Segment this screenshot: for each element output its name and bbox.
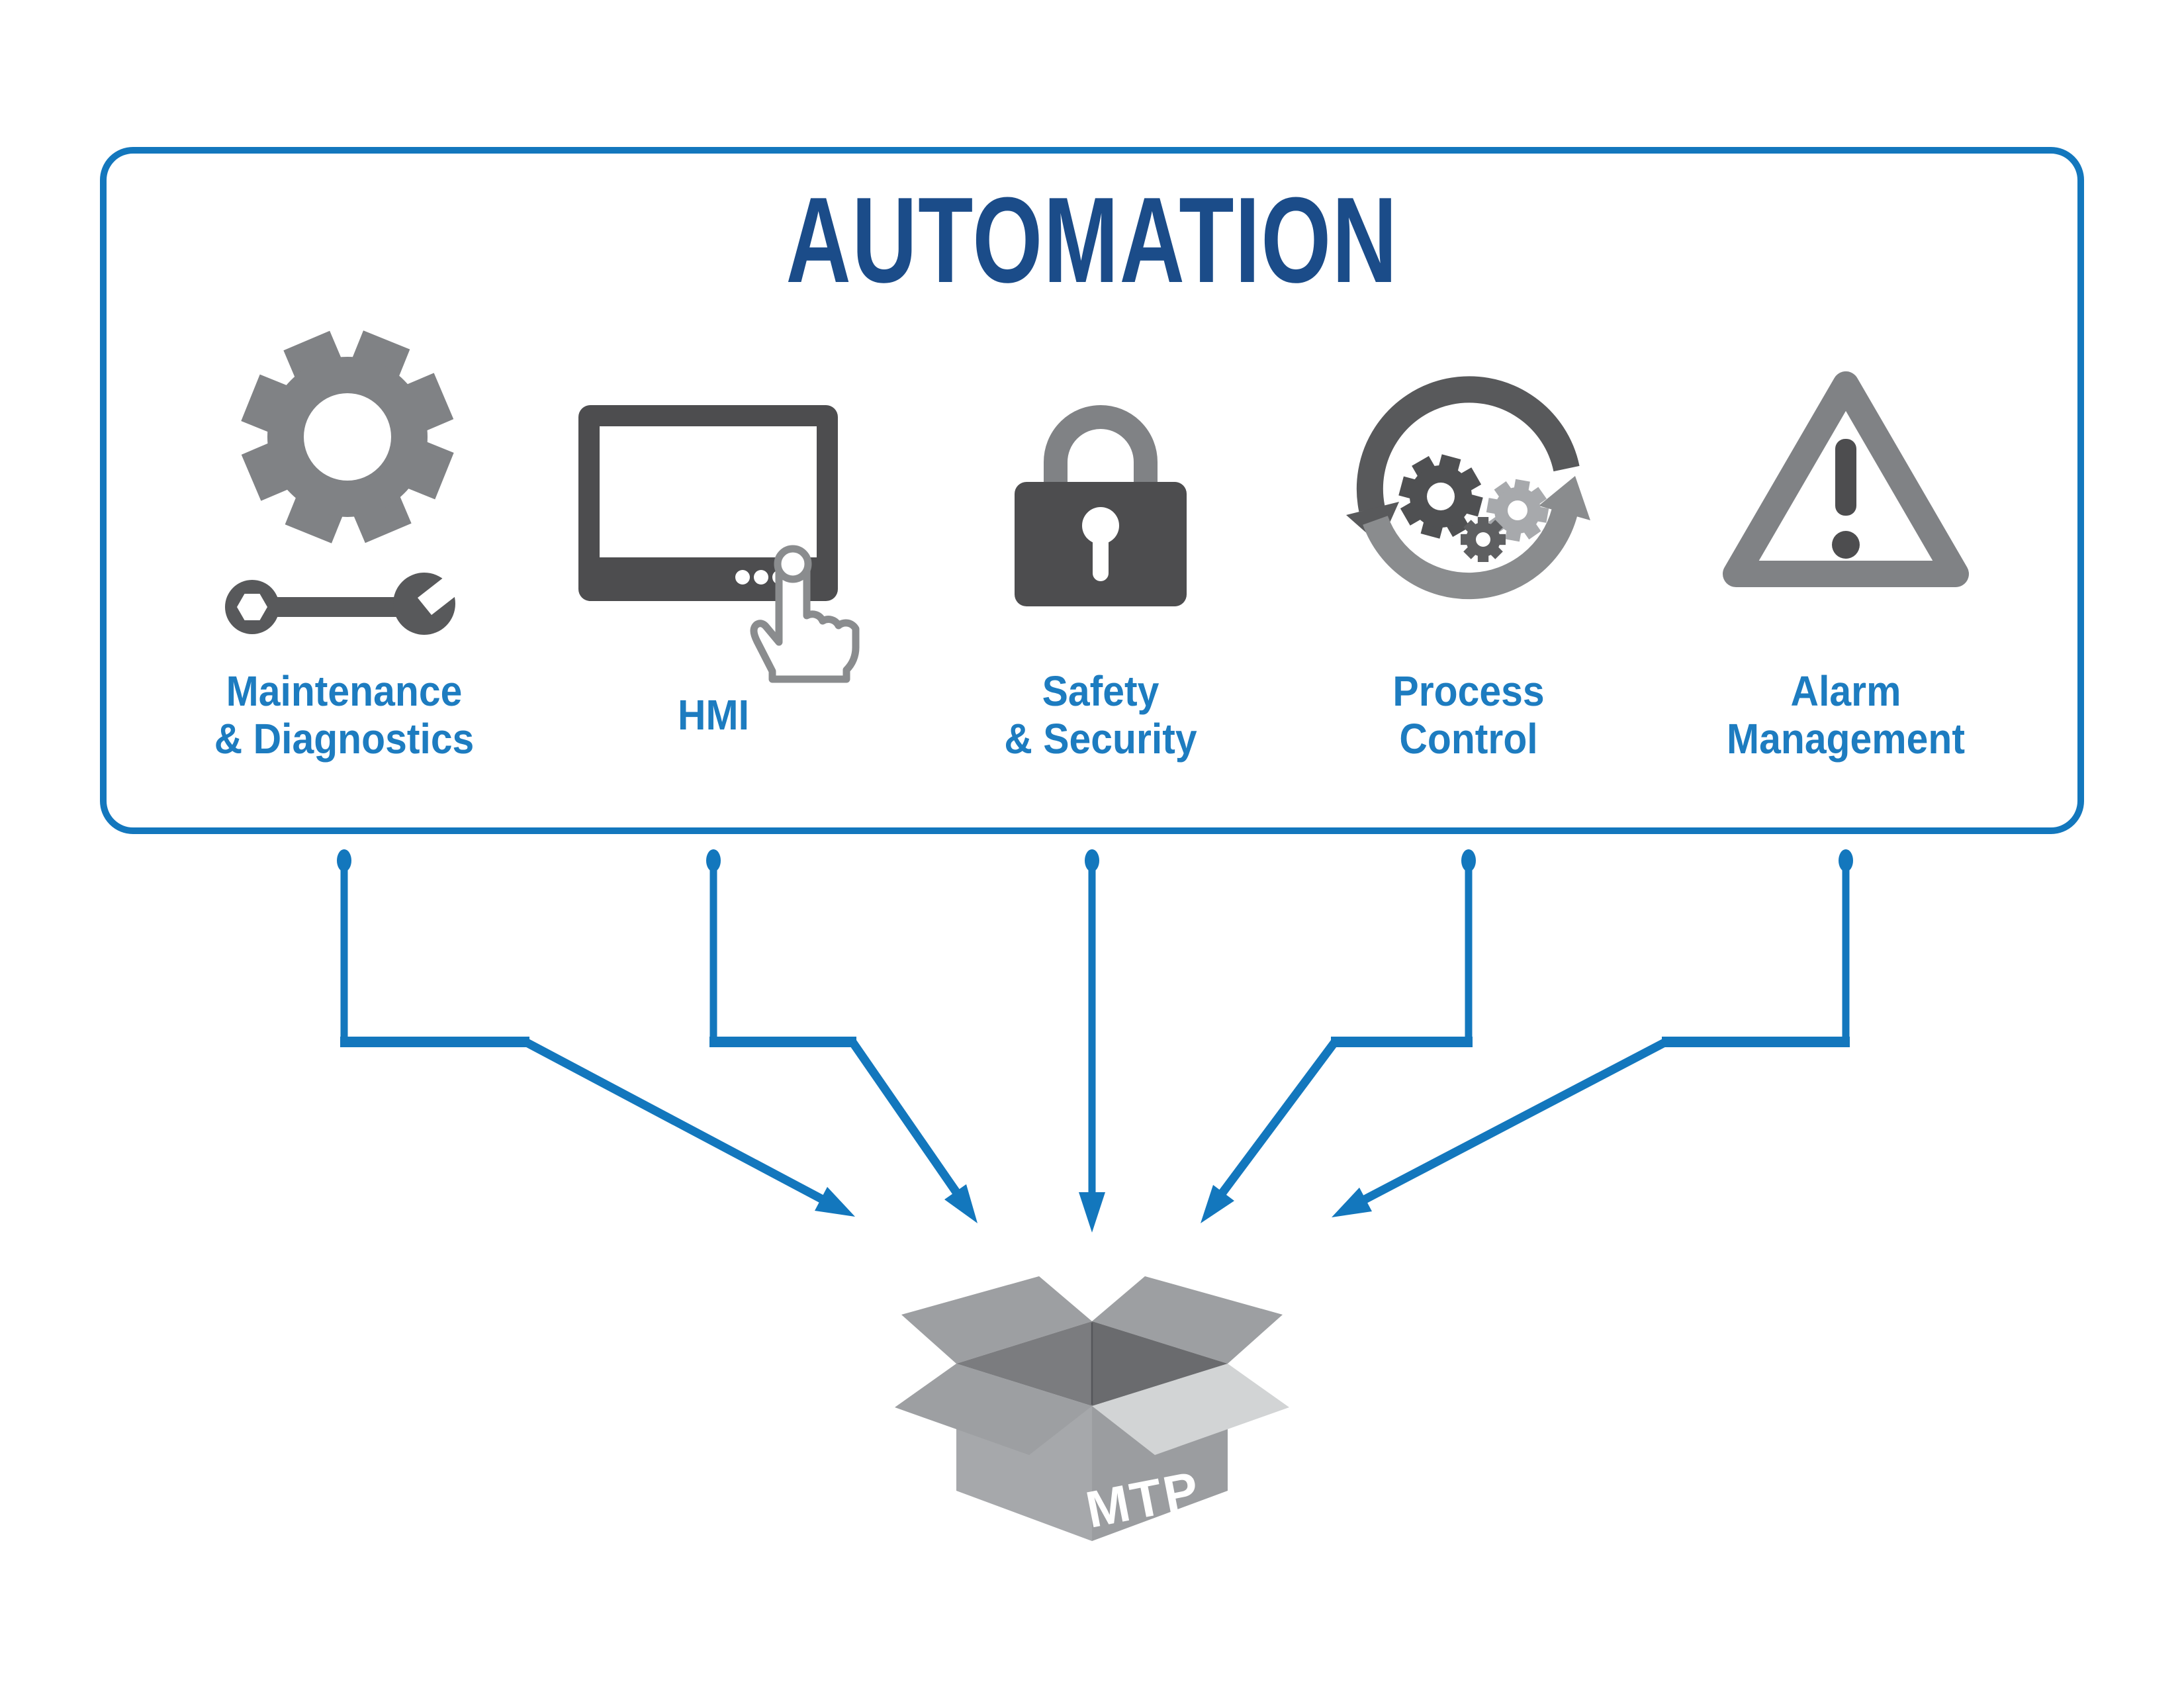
box-inner-right (1092, 1321, 1228, 1406)
label-line: HMI (678, 691, 749, 739)
padlock-icon (1015, 405, 1187, 606)
label-process-control: Process Control (1280, 659, 1657, 771)
process-gear-large-icon (1398, 454, 1483, 539)
box-front-right-flap (1092, 1364, 1289, 1455)
label-maintenance-diagnostics: Maintenance & Diagnostics (156, 659, 533, 771)
process-gear-small-icon (1461, 517, 1506, 562)
hmi-touchscreen-icon (578, 405, 860, 683)
box-back-left-flap (901, 1276, 1092, 1364)
box-front-left-flap (895, 1364, 1092, 1455)
connector-alarm-management (1332, 849, 1853, 1217)
process-gear-light-icon (1486, 479, 1549, 542)
monitor-icon (578, 405, 838, 601)
label-hmi: HMI (525, 659, 902, 771)
mtp-package-icon: MTP (895, 1276, 1289, 1541)
connector-safety-security (1079, 849, 1105, 1233)
label-line: Control (1399, 715, 1538, 763)
process-cycle-gears-icon (1346, 376, 1590, 600)
automation-title: AUTOMATION (786, 171, 1398, 308)
connector-maintenance (337, 849, 855, 1217)
label-line: & Security (1004, 715, 1197, 763)
label-line: Process (1392, 667, 1545, 715)
label-line: Safety (1042, 667, 1160, 715)
label-alarm-management: Alarm Management (1657, 659, 2034, 771)
connector-process-control (1201, 849, 1476, 1223)
label-line: & Diagnostics (214, 715, 475, 763)
warning-triangle-icon (1723, 371, 1969, 587)
gear-icon (241, 330, 454, 543)
cycle-arrow-up-icon (1539, 476, 1590, 520)
label-line: Alarm (1790, 667, 1901, 715)
touch-hand-icon (750, 545, 860, 683)
label-safety-security: Safety & Security (912, 659, 1289, 771)
gear-and-wrench-icon (225, 330, 471, 635)
box-back-right-flap (1092, 1276, 1283, 1364)
label-line: Maintenance (226, 667, 463, 715)
wrench-icon (225, 567, 471, 635)
connector-hmi (706, 849, 978, 1223)
box-inner-left (956, 1321, 1092, 1406)
label-line: Management (1727, 715, 1965, 763)
